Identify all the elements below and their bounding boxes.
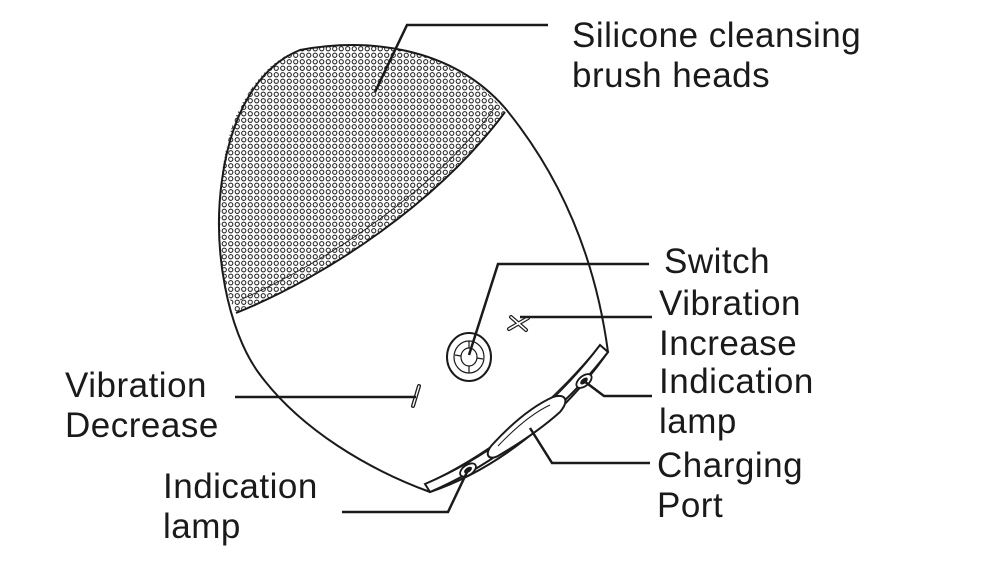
leader-indication-lamp-left [342, 469, 470, 514]
label-indication-lamp-right-line1: Indication [659, 362, 814, 401]
leader-indication-lamp-right [583, 380, 652, 398]
leader-switch [467, 262, 649, 356]
label-charging-port-line2: Port [657, 486, 724, 525]
label-indication-lamp-left-line1: Indication [163, 467, 318, 506]
label-charging-port-line1: Charging [657, 446, 804, 485]
charging-port-shape [486, 394, 567, 459]
label-indication-lamp-right: Indication lamp [659, 362, 814, 442]
label-vibration-increase: Vibration Increase [659, 284, 801, 364]
label-indication-lamp-left-line2: lamp [163, 507, 241, 546]
label-brush-heads-line1: Silicone cleansing [572, 16, 862, 55]
leader-charging-port [528, 427, 650, 465]
leader-lines [235, 23, 652, 514]
label-vibration-decrease-line2: Decrease [65, 406, 219, 445]
label-vibration-increase-line2: Increase [659, 324, 798, 363]
label-vibration-decrease-line1: Vibration [65, 366, 208, 405]
label-vibration-decrease: Vibration Decrease [65, 366, 219, 446]
label-indication-lamp-right-line2: lamp [659, 402, 737, 441]
plus-icon [507, 315, 530, 332]
label-brush-heads-line2: brush heads [572, 56, 771, 95]
brush-head-edge [235, 111, 506, 314]
label-charging-port: Charging Port [657, 446, 803, 526]
label-switch-line1: Switch [664, 242, 771, 281]
label-switch: Switch [664, 242, 770, 282]
label-brush-heads: Silicone cleansing brush heads [572, 16, 861, 96]
leader-brush-heads [373, 23, 548, 93]
label-vibration-increase-line1: Vibration [659, 284, 802, 323]
label-indication-lamp-left: Indication lamp [163, 467, 318, 547]
power-switch-icon [446, 332, 492, 382]
